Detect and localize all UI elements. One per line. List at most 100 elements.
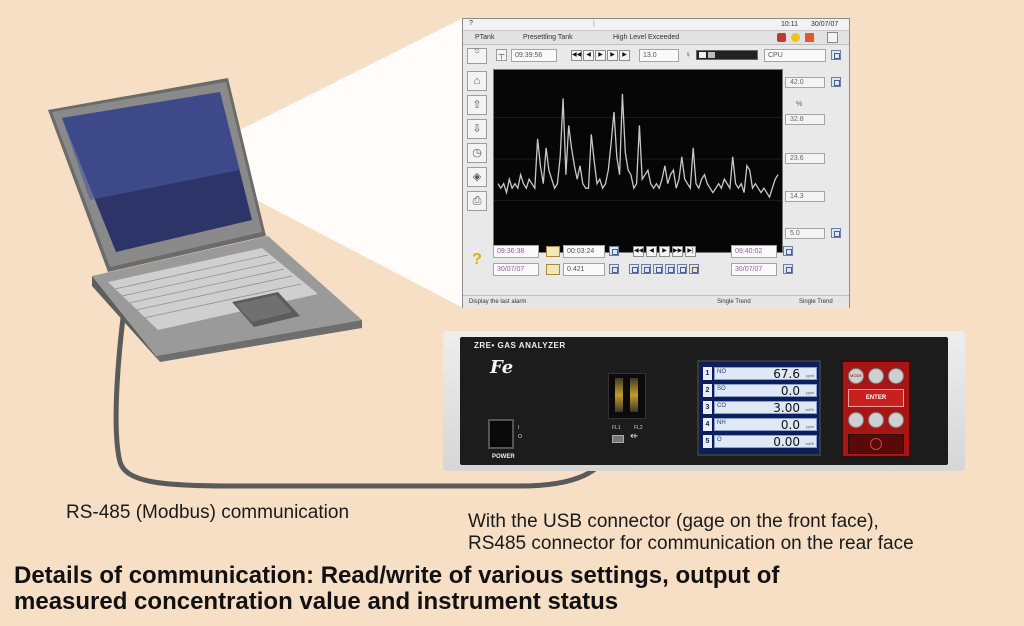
key-up[interactable]	[868, 412, 884, 428]
cursor-value-field[interactable]: 0.421	[563, 263, 605, 276]
acknowledge-icon[interactable]	[805, 33, 814, 42]
end-date-field[interactable]: 30/07/07	[731, 263, 777, 276]
bottom-nav-first[interactable]: ◀◀	[633, 246, 644, 257]
y-max-field[interactable]: 42.0	[785, 77, 825, 88]
y-max-settings-icon[interactable]	[831, 77, 841, 87]
window-menu-icon[interactable]	[827, 32, 838, 43]
usb-caption-line2: RS485 connector for communication on the…	[468, 533, 914, 554]
usb-port[interactable]	[612, 435, 624, 443]
power-label: POWER	[492, 454, 515, 460]
reading-5-value: 0.00	[773, 435, 800, 449]
headline-line2: measured concentration value and instrum…	[14, 588, 619, 615]
fuji-logo: Fe	[490, 357, 514, 378]
nav-next-button[interactable]: ▶	[607, 50, 618, 61]
trend-mode-icon[interactable]: ⎋	[467, 48, 487, 64]
print-icon[interactable]	[677, 264, 687, 274]
reading-4-value: 0.0	[780, 418, 800, 432]
y-unit: %	[796, 101, 803, 108]
start-date-field[interactable]: 30/07/07	[493, 263, 539, 276]
footer-mode-left: Single Trend	[717, 299, 751, 305]
alarm-status-row: PTank Presettling Tank High Level Exceed…	[463, 31, 849, 45]
copy-icon[interactable]	[653, 264, 663, 274]
key-2[interactable]	[868, 368, 884, 384]
help-icon[interactable]: ?	[472, 251, 482, 268]
end-date-settings-icon[interactable]	[783, 264, 793, 274]
laptop	[48, 78, 362, 362]
alert-icon[interactable]: ◈	[467, 167, 487, 187]
reading-5-gas: O	[717, 437, 722, 443]
interval-field[interactable]: 13.0	[639, 49, 679, 62]
nav-prev-button[interactable]: ◀	[583, 50, 594, 61]
reading-1-index: 1	[703, 367, 712, 380]
reading-3-gas: CO	[717, 403, 726, 409]
end-time-settings-icon[interactable]	[783, 246, 793, 256]
y-tick-4: 14.3	[785, 191, 825, 202]
flow-meter-panel	[608, 373, 646, 419]
mode-key-label: MODE	[850, 373, 862, 378]
reading-3-box: CO 3.00 vol%	[714, 401, 817, 415]
cursor-settings-icon[interactable]	[609, 264, 619, 274]
zoom-icon[interactable]: ♀	[685, 50, 691, 59]
home-icon[interactable]: ⌂	[467, 71, 487, 91]
title-separator: |	[593, 20, 595, 27]
reading-4-unit: ppm	[806, 424, 814, 429]
reading-row-5: 5 O 0.00 vol%	[703, 435, 817, 449]
clock-time-field[interactable]: 09:39:56	[511, 49, 557, 62]
usb-caption-line1: With the USB connector (gage on the fron…	[468, 511, 879, 532]
span-time-field[interactable]: 00:03:24	[563, 245, 605, 258]
span-settings-icon[interactable]	[609, 246, 619, 256]
bottom-nav-next[interactable]: ▶▶	[672, 246, 683, 257]
export-icon[interactable]: ⎙	[467, 191, 487, 211]
zoom-in-icon[interactable]	[629, 264, 639, 274]
save-icon[interactable]	[665, 264, 675, 274]
end-time-field[interactable]: 09:40:02	[731, 245, 777, 258]
key-left[interactable]	[848, 412, 864, 428]
switch-mark-off: O	[518, 434, 522, 440]
analyzer-lcd: 1 NO 67.6 ppm 2 SO 0.0 ppm 3 CO 3.00 vol…	[697, 360, 821, 456]
config-icon[interactable]	[689, 264, 699, 274]
nav-play-button[interactable]: ▶	[595, 50, 606, 61]
bottom-nav-play[interactable]: ▶	[659, 246, 670, 257]
usb-icon: ⇷	[630, 431, 639, 442]
nav-first-button[interactable]: ◀◀	[571, 50, 582, 61]
alarm-bell-icon[interactable]	[777, 33, 786, 42]
reading-5-index: 5	[703, 435, 712, 448]
alarm-clock-icon[interactable]: ◷	[467, 143, 487, 163]
bottom-nav-prev[interactable]: ◀	[646, 246, 657, 257]
bottom-key-area[interactable]	[848, 434, 904, 454]
warning-icon[interactable]	[791, 33, 800, 42]
mode-key[interactable]: MODE	[848, 368, 864, 384]
port-label-1: FL1	[612, 425, 621, 431]
trend-toolbar: ⎋ ┬ 09:39:56 ◀◀ ◀ ▶ ▶ ▶ 13.0 ♀ CPU	[463, 46, 849, 64]
reading-2-index: 2	[703, 384, 712, 397]
start-time-field[interactable]: 09:36:38	[493, 245, 539, 258]
channel-select[interactable]: CPU	[764, 49, 826, 62]
reading-5-box: O 0.00 vol%	[714, 435, 817, 449]
scroll-up-icon[interactable]: ⇧	[467, 95, 487, 115]
reading-row-3: 3 CO 3.00 vol%	[703, 401, 817, 415]
channel-settings-icon[interactable]	[831, 50, 841, 60]
nav-last-button[interactable]: ▶	[619, 50, 630, 61]
power-switch[interactable]	[488, 419, 514, 449]
y-min-field[interactable]: 5.0	[785, 228, 825, 239]
trend-series-line	[497, 93, 779, 199]
y-min-settings-icon[interactable]	[831, 228, 841, 238]
reading-3-unit: vol%	[805, 407, 814, 412]
analyzer-brand-line: ZRE• GAS ANALYZER	[474, 341, 566, 350]
cursor-value-icon[interactable]	[546, 264, 560, 275]
power-key-icon[interactable]	[870, 438, 882, 450]
cursor-tool-icon[interactable]: ┬	[496, 49, 507, 61]
bottom-nav-last[interactable]: ▶|	[685, 246, 696, 257]
scroll-down-icon[interactable]: ⇩	[467, 119, 487, 139]
reading-2-box: SO 0.0 ppm	[714, 384, 817, 398]
reading-5-unit: vol%	[805, 441, 814, 446]
span-icon[interactable]	[546, 246, 560, 257]
key-down[interactable]	[888, 412, 904, 428]
key-3[interactable]	[888, 368, 904, 384]
zoom-out-icon[interactable]	[641, 264, 651, 274]
status-tag: PTank	[475, 34, 495, 41]
reading-row-2: 2 SO 0.0 ppm	[703, 384, 817, 398]
enter-key[interactable]: ENTER	[848, 389, 904, 407]
reading-4-gas: NH	[717, 420, 726, 426]
headline-line1: Details of communication: Read/write of …	[14, 562, 780, 589]
